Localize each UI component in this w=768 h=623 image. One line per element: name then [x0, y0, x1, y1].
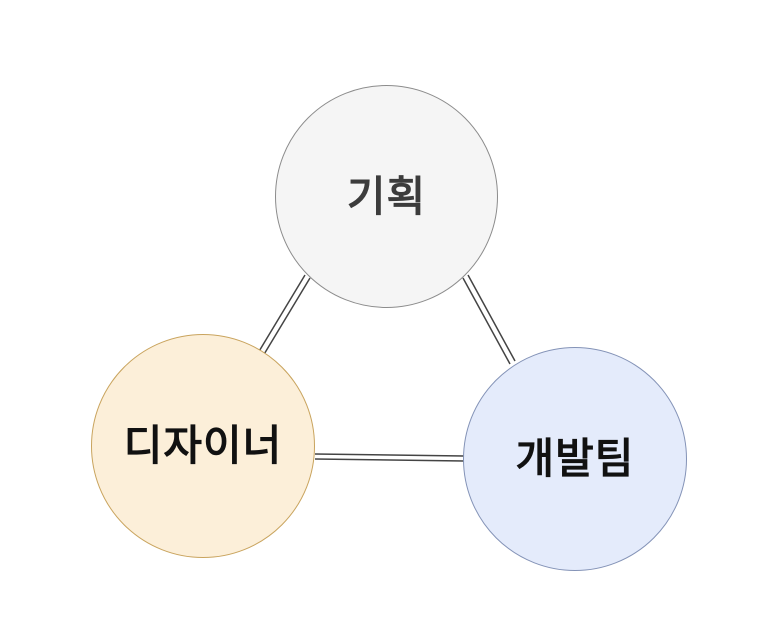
node-dev: 개발팀: [463, 347, 687, 571]
edge-planning-dev: [462, 274, 516, 365]
node-planning: 기획: [275, 85, 498, 308]
edge-line: [314, 453, 465, 457]
edge-line: [262, 277, 311, 357]
node-designer: 디자이너: [91, 334, 315, 558]
node-label-dev: 개발팀: [515, 434, 635, 483]
edge-line: [462, 277, 511, 365]
edge-line: [314, 458, 465, 462]
edge-line: [257, 274, 306, 354]
edge-planning-designer: [257, 274, 311, 357]
node-label-designer: 디자이너: [123, 421, 283, 470]
edge-designer-dev: [314, 453, 465, 462]
node-label-planning: 기획: [346, 171, 427, 221]
edge-line: [467, 274, 516, 362]
